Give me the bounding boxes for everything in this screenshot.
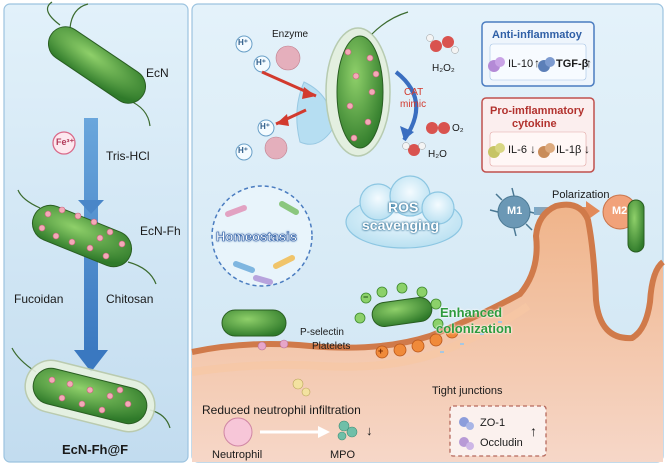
- mpo-icon: [337, 420, 358, 441]
- label-tgfb: TGF-β: [556, 58, 589, 70]
- junction-protein-icons: [459, 417, 474, 450]
- il1b-down-arrow: ↓: [584, 142, 590, 156]
- p-selectin-markers: [257, 339, 289, 351]
- bacterium-ecn-fh: [17, 189, 157, 285]
- label-polarization: Polarization: [552, 189, 610, 201]
- label-ecn-fh-f: EcN-Fh@F: [62, 442, 129, 457]
- m1-macrophage: [489, 187, 539, 237]
- label-ecn: EcN: [146, 66, 169, 80]
- label-m1: M1: [507, 205, 523, 217]
- epithelium-edge: [191, 201, 665, 355]
- label-enzyme: Enzyme: [272, 29, 309, 40]
- label-h-ion-3: H⁺: [260, 122, 270, 131]
- label-scavenging: scavenging: [362, 217, 440, 233]
- pro-box-title-line2: cytokine: [512, 118, 557, 130]
- label-occludin: Occludin: [480, 437, 523, 449]
- microbiota-rods: [225, 201, 299, 285]
- label-ros: ROS: [388, 199, 419, 215]
- pro-cytokine-icons: [488, 143, 555, 158]
- label-h-ion-2: H⁺: [256, 58, 266, 67]
- label-reduced-neutrophil: Reduced neutrophil infiltration: [202, 403, 361, 417]
- label-homeostasis: Homeostasis: [216, 229, 298, 244]
- label-il1b: IL-1β: [556, 144, 582, 156]
- label-chitosan: Chitosan: [106, 292, 154, 306]
- plus-sign-1: +: [378, 346, 384, 356]
- o2-molecule: [426, 122, 450, 134]
- positive-charges: [375, 325, 459, 359]
- ros-cloud: [345, 175, 463, 249]
- tgfb-up-arrow: ↑: [586, 56, 592, 70]
- process-arrow-head-mid: [78, 200, 104, 214]
- process-arrow-head: [74, 350, 108, 372]
- label-il10: IL-10: [508, 58, 534, 70]
- junction-up-arrow: ↑: [530, 423, 537, 439]
- label-cat: CAT: [404, 87, 424, 98]
- neutrophil-cell: [223, 417, 253, 447]
- red-arrows: [261, 70, 317, 126]
- label-enhanced: Enhanced: [440, 305, 503, 320]
- minus-sign-1: −: [363, 292, 369, 302]
- anti-box-title: Anti-inflammatoy: [492, 29, 582, 41]
- label-pselectin: P-selectin: [300, 327, 344, 338]
- label-colonization: colonization: [436, 321, 512, 336]
- anti-cytokine-icons: [488, 57, 555, 72]
- platelets: [292, 378, 311, 397]
- label-h2o2: H₂O₂: [432, 63, 455, 74]
- negative-charges: [354, 282, 444, 330]
- label-m2: M2: [612, 205, 628, 217]
- h-ion-bubbles: [235, 35, 275, 161]
- label-ecn-fh: EcN-Fh: [140, 224, 181, 238]
- label-platelets: Platelets: [312, 341, 351, 352]
- h2o-molecule: [402, 142, 426, 156]
- label-fucoidan: Fucoidan: [14, 292, 64, 306]
- label-o2: O₂: [452, 123, 464, 134]
- il10-up-arrow: ↑: [534, 56, 540, 70]
- attached-bacteria: [221, 199, 645, 337]
- label-il6: IL-6: [508, 144, 527, 156]
- label-fe-ion: Fe³⁺: [56, 137, 75, 147]
- h2o2-molecule: [426, 34, 459, 54]
- il6-down-arrow: ↓: [530, 142, 536, 156]
- junction-protein-box: [449, 405, 547, 457]
- label-neutrophil: Neutrophil: [212, 449, 263, 461]
- enzyme-clusters: [264, 45, 301, 160]
- bacterium-ecn-fh-f: [11, 347, 171, 433]
- label-h-ion-4: H⁺: [238, 146, 248, 155]
- label-h2o: H₂O: [428, 149, 447, 160]
- pro-box-title-line1: Pro-imflammatory: [490, 105, 585, 117]
- mpo-down-arrow: ↓: [366, 423, 373, 438]
- bacterium-ecn: [46, 1, 151, 127]
- intestinal-tissue: [192, 204, 663, 462]
- fe-ion-badge: [52, 131, 76, 155]
- label-zo1: ZO-1: [480, 417, 506, 429]
- label-tris-hcl: Tris-HCl: [106, 149, 150, 163]
- tight-junction-dashes: [440, 321, 502, 353]
- label-cat-mimic: mimic: [400, 99, 427, 110]
- label-h-ion-1: H⁺: [238, 38, 248, 47]
- label-mpo: MPO: [330, 449, 356, 461]
- bacterium-main: [325, 11, 409, 157]
- label-tight-junctions: Tight junctions: [432, 385, 503, 397]
